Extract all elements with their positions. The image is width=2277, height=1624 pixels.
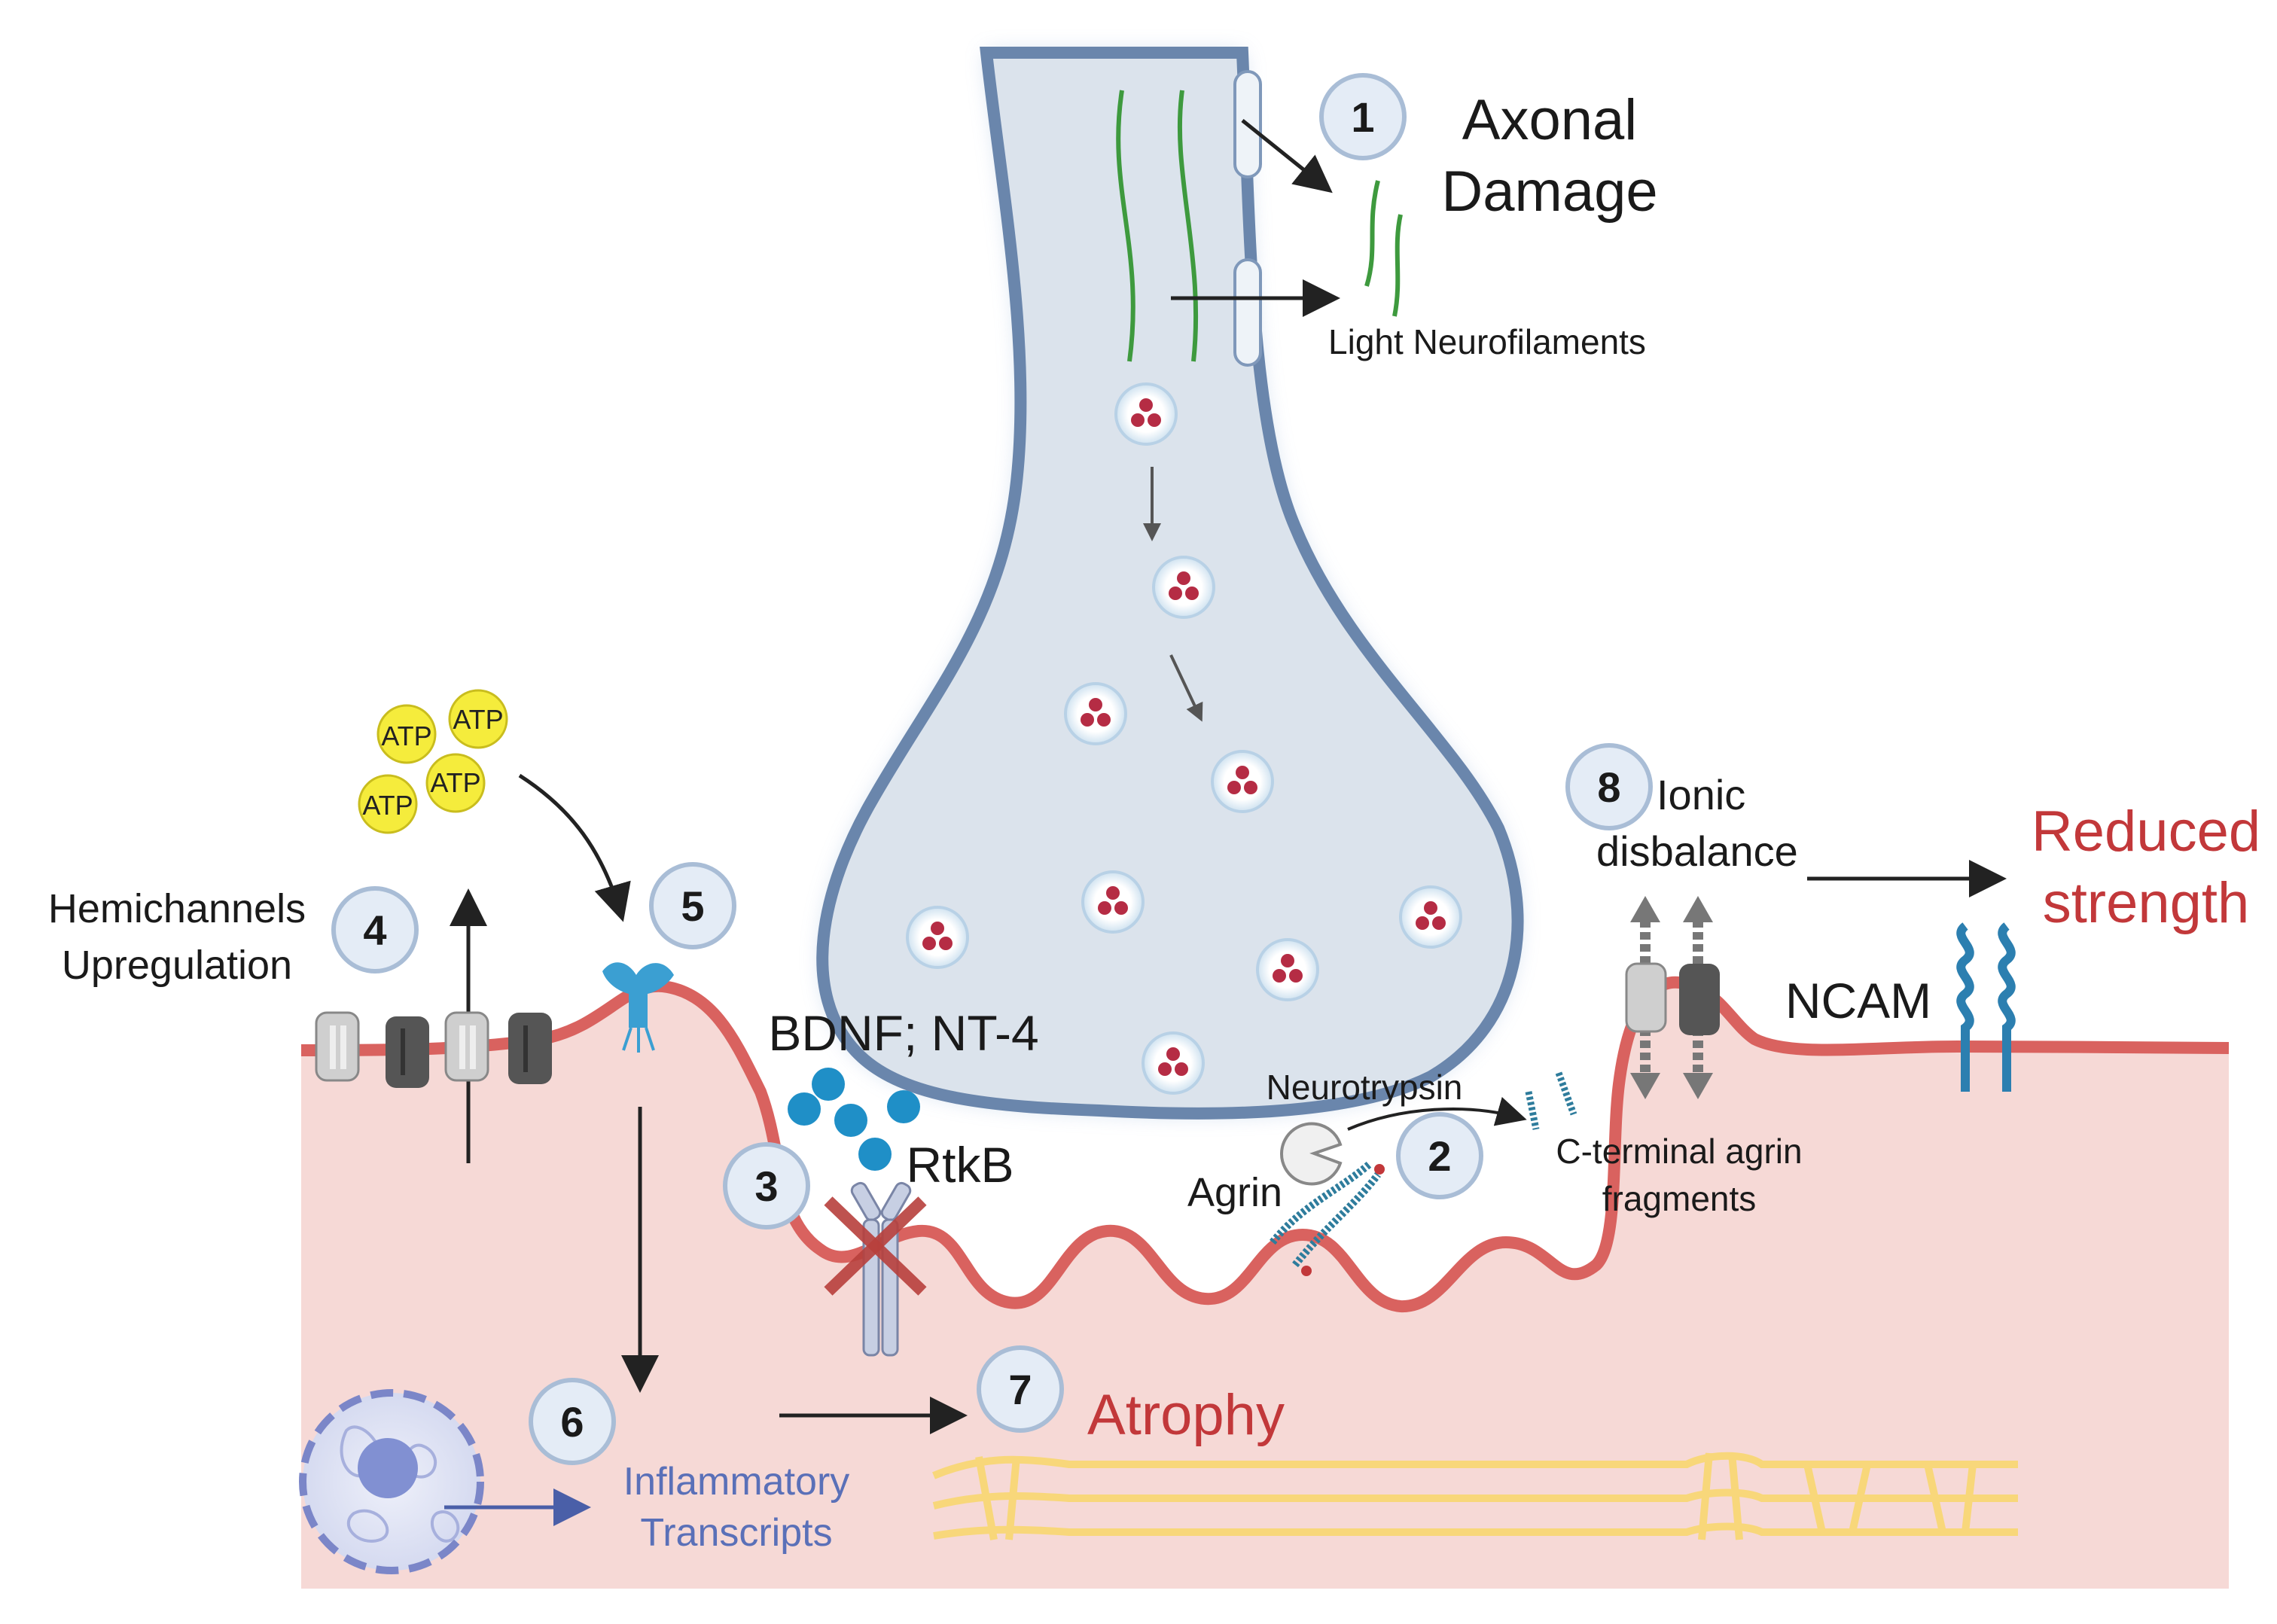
arrow-neurofilament-release (1241, 119, 1333, 193)
atp-molecule: ATP (358, 774, 418, 834)
inflammatory-transcripts-label: Transcripts (640, 1511, 832, 1555)
hemichannels (315, 1011, 552, 1088)
axonal-damage-label: Damage (1441, 160, 1657, 224)
axon-membrane-pore (1233, 258, 1262, 367)
hemichannel (508, 1013, 552, 1084)
arrow-atp-to-receptor (518, 773, 631, 922)
muscle-fiber-region (301, 982, 2229, 1589)
myofibrils (932, 1452, 2018, 1540)
vesicle (1152, 556, 1215, 619)
hemichannels-label: Upregulation (62, 943, 292, 988)
vesicle-transport-arrow (1169, 654, 1203, 722)
neurotrypsin-enzyme (1280, 1122, 1343, 1186)
ncam-label: NCAM (1785, 973, 1931, 1028)
neurotrypsin-label: Neurotrypsin (1267, 1068, 1463, 1107)
nucleus (299, 1389, 484, 1574)
atp-molecules: ATP ATP ATP ATP (358, 689, 508, 834)
step-number: 3 (754, 1162, 778, 1210)
neurofilament (1177, 90, 1199, 362)
reduced-strength-label: strength (2043, 871, 2250, 935)
step-number: 2 (1428, 1132, 1451, 1180)
vesicle (1081, 870, 1145, 934)
step-badge-6: 6 (529, 1378, 616, 1465)
step-badge-7: 7 (977, 1345, 1064, 1433)
ionic-label: Ionic (1657, 771, 1745, 818)
reduced-strength-label: Reduced (2032, 800, 2260, 864)
synaptic-vesicles (906, 382, 1462, 1095)
neurofilament (1116, 90, 1135, 362)
vesicle (1211, 750, 1274, 813)
hemichannel (444, 1011, 489, 1082)
atp-molecule: ATP (376, 704, 437, 764)
c-terminal-label: C-terminal agrin (1556, 1132, 1802, 1171)
step-badge-2: 2 (1396, 1112, 1483, 1199)
agrin-molecules (1270, 1160, 1385, 1276)
ion-channels (1625, 896, 1720, 1099)
step-number: 4 (363, 906, 386, 954)
light-neurofilaments-label: Light Neurofilaments (1328, 322, 1646, 361)
svg-text:ATP: ATP (362, 790, 413, 821)
vesicle (1142, 1031, 1205, 1095)
bdnf-label: BDNF; NT-4 (768, 1005, 1038, 1061)
svg-text:ATP: ATP (430, 767, 480, 798)
step-badge-1: 1 (1319, 73, 1407, 160)
step-badge-5: 5 (649, 862, 736, 949)
svg-text:ATP: ATP (381, 721, 431, 751)
ionic-label: disbalance (1596, 827, 1798, 875)
hemichannels-label: Hemichannels (48, 886, 306, 931)
c-terminal-fragments (1525, 1071, 1577, 1130)
step-badge-8: 8 (1565, 743, 1653, 830)
purinergic-receptor (602, 962, 674, 1053)
rtkb-label: RtkB (906, 1137, 1014, 1193)
vesicle (1256, 938, 1319, 1001)
c-terminal-label: fragments (1602, 1179, 1757, 1218)
svg-text:ATP: ATP (453, 704, 503, 735)
axonal-damage-label: Axonal (1462, 88, 1637, 152)
atp-molecule: ATP (425, 753, 486, 813)
blocked-x-icon (824, 1196, 927, 1296)
light-neurofilament-fragment (1392, 214, 1403, 317)
step-badge-3: 3 (723, 1142, 810, 1229)
atrophy-label: Atrophy (1087, 1383, 1285, 1447)
step-number: 1 (1351, 93, 1374, 141)
agrin-label: Agrin (1187, 1170, 1282, 1215)
light-neurofilament-fragment (1364, 180, 1380, 287)
step-badge-4: 4 (331, 886, 419, 973)
hemichannel (315, 1011, 360, 1082)
vesicle (906, 906, 969, 969)
arrow-agrin-cleavage (1347, 1096, 1527, 1131)
atp-molecule: ATP (448, 689, 508, 749)
hemichannel (386, 1016, 429, 1088)
step-number: 8 (1597, 763, 1620, 811)
step-number: 6 (560, 1398, 584, 1446)
step-number: 5 (681, 882, 704, 930)
vesicle (1399, 885, 1462, 949)
bdnf-molecules (788, 1068, 920, 1171)
vesicle (1064, 682, 1127, 745)
step-number: 7 (1008, 1366, 1032, 1413)
vesicle (1114, 382, 1178, 446)
ncam-molecules (1956, 922, 2016, 1092)
inflammatory-transcripts-label: Inflammatory (623, 1460, 850, 1504)
